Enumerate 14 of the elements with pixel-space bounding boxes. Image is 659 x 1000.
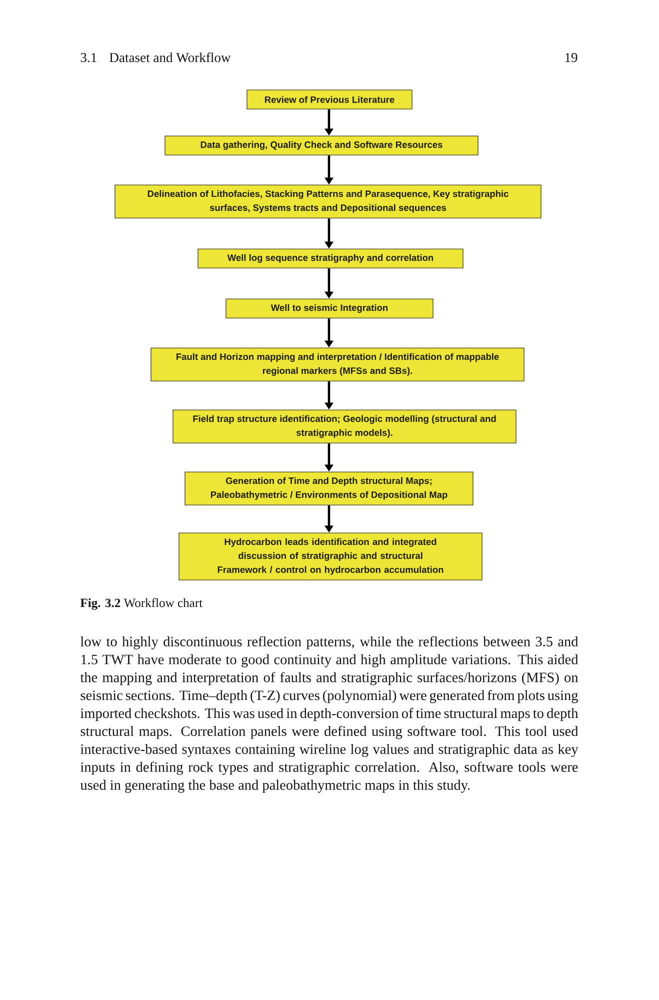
process-box: Hydrocarbon leads identification and integrated discussion of stratigraphic and structural Framework / control on hydrocarbon accumulation xyxy=(178,532,482,580)
process-box: Field trap structure identification; Geologic modelling (structural and stratigraphic models). xyxy=(172,410,516,444)
page-number: 19 xyxy=(565,53,578,62)
process-box: Review of Previous Literature xyxy=(246,90,412,110)
process-box: Delineation of Lithofacies, Stacking Patterns and Parasequence, Key stratigraphic surfaces, Systems tracts and Depositional sequences xyxy=(114,184,542,218)
section-number: 3.1 xyxy=(80,53,96,62)
process-box: Data gathering, Quality Check and Software Resources xyxy=(164,136,478,156)
process-box: Well to seismic Integration xyxy=(226,298,434,318)
running-head: Dataset and Workflow xyxy=(110,52,231,62)
process-box: Fault and Horizon mapping and interpretation / Identification of mappable regional markers (MFSs and SBs). xyxy=(150,348,524,382)
process-box: Generation of Time and Depth structural Maps; Paleobathymetric / Environments of Depositional Map xyxy=(184,472,474,506)
body-paragraph: low to highly discontinuous reflection patterns, while the reflections between 3.5 and 1.5 TWT have moderate to good continuity and high amplitude variations. This aided the mapping and interpretation of faults and stratigraphic surfaces/horizons (MFS) on seismic sections. Time–depth (T-Z) curves (polynomial) were generated from plots using imported checkshots. This was used in depth-conversion of time structural maps to depth structural maps. Correlation panels were defined using software tool. This tool used interactive-based syntaxes containing wireline log values and stratigraphic data as key inputs in defining rock types and stratigraphic correlation. Also, software tools were used in generating the base and paleobathymetric maps in this study. xyxy=(80,636,578,793)
figure-caption: Fig. 3.2 Workflow chart xyxy=(80,598,202,610)
process-box: Well log sequence stratigraphy and correlation xyxy=(198,248,464,268)
